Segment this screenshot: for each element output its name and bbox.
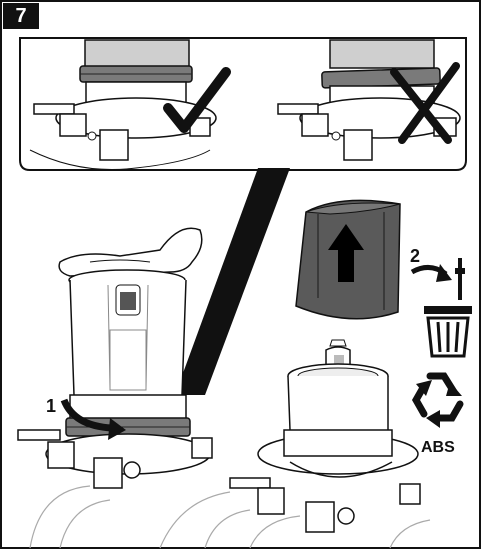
inset-detail-panel <box>19 37 467 395</box>
removed-cap <box>295 199 401 320</box>
callout-1-label: 1 <box>46 396 56 416</box>
hand <box>58 227 203 277</box>
checkmark-icon <box>163 67 231 133</box>
twist-arrow <box>60 398 113 432</box>
inset-correct-fitting <box>29 39 217 170</box>
disposal-arrow <box>410 258 465 300</box>
callout-2-label: 2 <box>410 246 420 266</box>
recycle-material-label: ABS <box>421 439 455 456</box>
trash-bin-icon <box>424 306 472 358</box>
zoom-pointer <box>175 168 290 395</box>
up-arrow-icon <box>328 224 364 282</box>
open-device <box>229 339 431 549</box>
recycle-icon <box>411 372 464 428</box>
main-device-with-hand <box>17 227 251 549</box>
cross-icon <box>390 62 460 144</box>
step-number-badge: 7 <box>3 3 39 29</box>
